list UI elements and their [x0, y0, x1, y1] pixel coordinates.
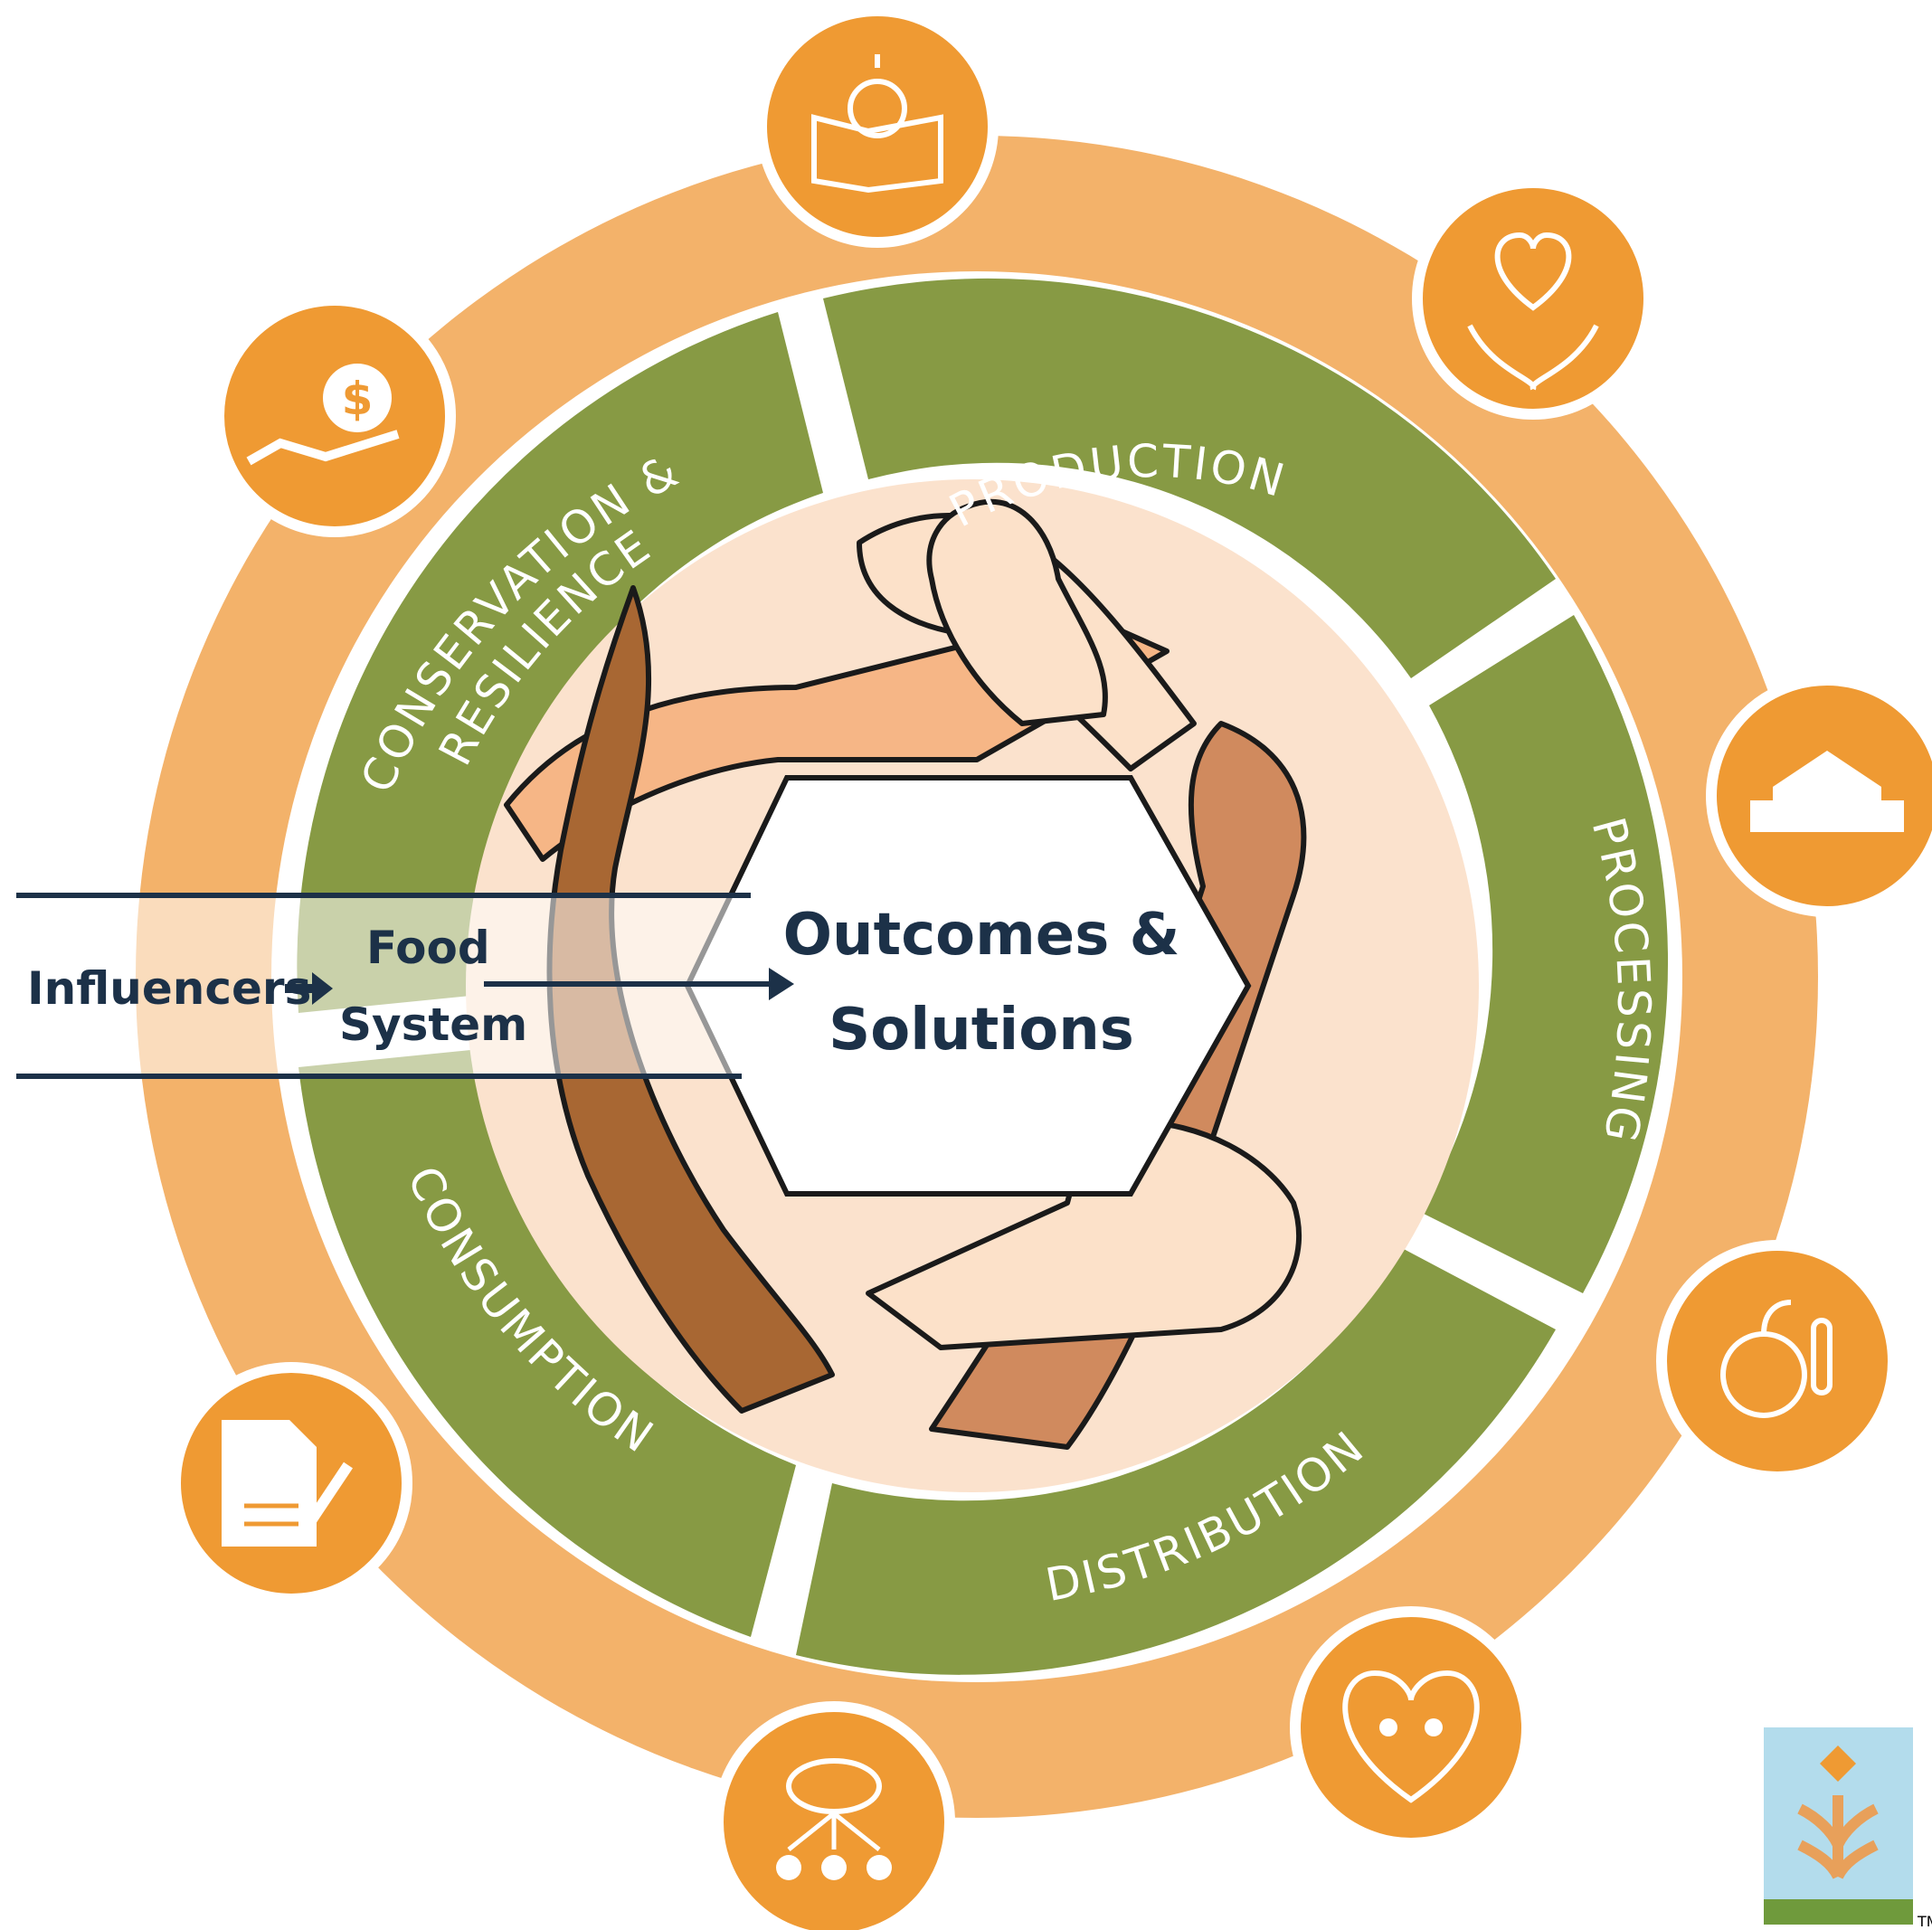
- arrow-to-outcomes: [484, 968, 794, 1000]
- brand-logo: [1764, 1727, 1913, 1925]
- houses-icon: [1706, 675, 1932, 917]
- segment-distribution: [796, 1248, 1556, 1675]
- center-title-line2: Solutions: [829, 997, 1134, 1064]
- arm-tan: [929, 721, 1307, 1450]
- family-heart-icon: [1290, 1606, 1532, 1849]
- segment-consumption: [298, 1049, 796, 1637]
- segment-processing: [1420, 615, 1669, 1293]
- hands-illustration: [504, 498, 1307, 1450]
- climate-thermometer-icon: [1656, 1240, 1899, 1482]
- center-title-line1: Outcomes &: [783, 902, 1180, 969]
- hand-light-grip: [926, 498, 1108, 726]
- segment-ring: [297, 278, 1669, 1675]
- money-hand-icon: $: [213, 295, 456, 537]
- arrow-influencers: [285, 972, 333, 1005]
- arm-brown: [546, 585, 835, 1414]
- system-label: System: [339, 998, 527, 1051]
- segment-production: [823, 278, 1556, 678]
- svg-text:$: $: [342, 373, 374, 425]
- heart-hands-icon: [1412, 177, 1654, 420]
- trademark-label: TM: [1917, 1913, 1932, 1930]
- food-label: Food: [366, 922, 490, 974]
- community-network-icon: [713, 1701, 955, 1930]
- influencers-label: Influencers: [27, 962, 311, 1015]
- segment-conservation: [297, 312, 824, 1013]
- document-pen-icon: [170, 1362, 412, 1604]
- lightbulb-book-icon: [756, 5, 999, 248]
